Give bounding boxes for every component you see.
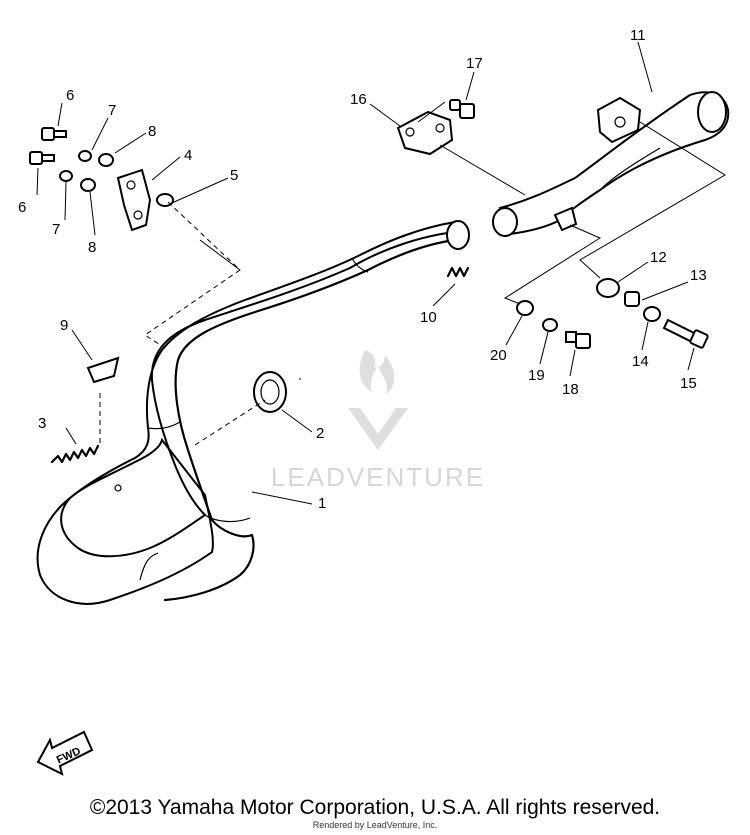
callout-19: 19 (528, 367, 545, 384)
watermark-logo-icon (359, 350, 395, 395)
callout-11: 11 (630, 27, 646, 44)
part-17-bolt (449, 99, 475, 119)
callout-5: 5 (230, 167, 238, 184)
part-11-muffler (492, 91, 730, 237)
callout-20: 20 (490, 347, 507, 364)
callout-labels: 1 2 3 4 5 6 6 7 7 8 8 9 10 11 12 13 14 1… (18, 27, 707, 512)
watermark: LEADVENTURE (271, 350, 485, 492)
part-9-clip (86, 356, 120, 384)
callout-2: 2 (316, 425, 324, 442)
pipe-mount-hole (114, 484, 122, 492)
assembly-lines (99, 101, 726, 446)
part-3-spring (50, 444, 100, 464)
callout-13: 13 (690, 267, 707, 284)
watermark-v-icon (348, 408, 408, 450)
part-6-bolt-lower (29, 151, 55, 165)
copyright-text: ©2013 Yamaha Motor Corporation, U.S.A. A… (89, 796, 661, 819)
callout-4: 4 (184, 147, 192, 164)
callout-15: 15 (680, 375, 697, 392)
part-7-washer-lower (59, 170, 73, 182)
callout-14: 14 (632, 353, 649, 370)
callout-6-upper: 6 (66, 87, 74, 104)
part-19-washer (542, 318, 558, 332)
rendered-by-text: Rendered by LeadVenture, Inc. (312, 820, 438, 830)
callout-17: 17 (466, 55, 483, 72)
callout-16: 16 (350, 91, 367, 108)
callout-18: 18 (562, 381, 579, 398)
part-4-bracket (116, 168, 152, 232)
part-12-grommet (596, 278, 620, 298)
callout-7-upper: 7 (108, 102, 116, 119)
part-1-exhaust-pipe (36, 220, 470, 605)
part-7-washer-upper (78, 150, 92, 162)
callout-8-lower: 8 (88, 239, 96, 256)
callout-12: 12 (650, 249, 667, 266)
callout-leaders (36, 41, 695, 505)
callout-1: 1 (318, 495, 326, 512)
pipe-outlet-flange (446, 220, 470, 250)
part-13-collar (624, 291, 640, 307)
part-8-washer-upper (98, 153, 114, 167)
callout-10: 10 (420, 309, 437, 326)
part-20-washer (516, 300, 534, 316)
watermark-text: LEADVENTURE (271, 462, 485, 492)
part-10-spring (446, 266, 470, 278)
part-15-bolt (662, 318, 709, 349)
callout-6-lower: 6 (18, 199, 26, 216)
forward-arrow-icon: FWD (36, 730, 94, 776)
callout-9: 9 (60, 317, 68, 334)
callout-7-lower: 7 (52, 221, 60, 238)
part-18-bolt (565, 331, 591, 349)
part-16-gasket-plate (396, 110, 454, 156)
callout-8-upper: 8 (148, 123, 156, 140)
callout-3: 3 (38, 415, 46, 432)
part-2-gasket (253, 371, 287, 413)
part-8-washer-lower (80, 178, 96, 192)
part-14-washer (643, 306, 661, 322)
part-6-bolt-upper (41, 127, 67, 141)
